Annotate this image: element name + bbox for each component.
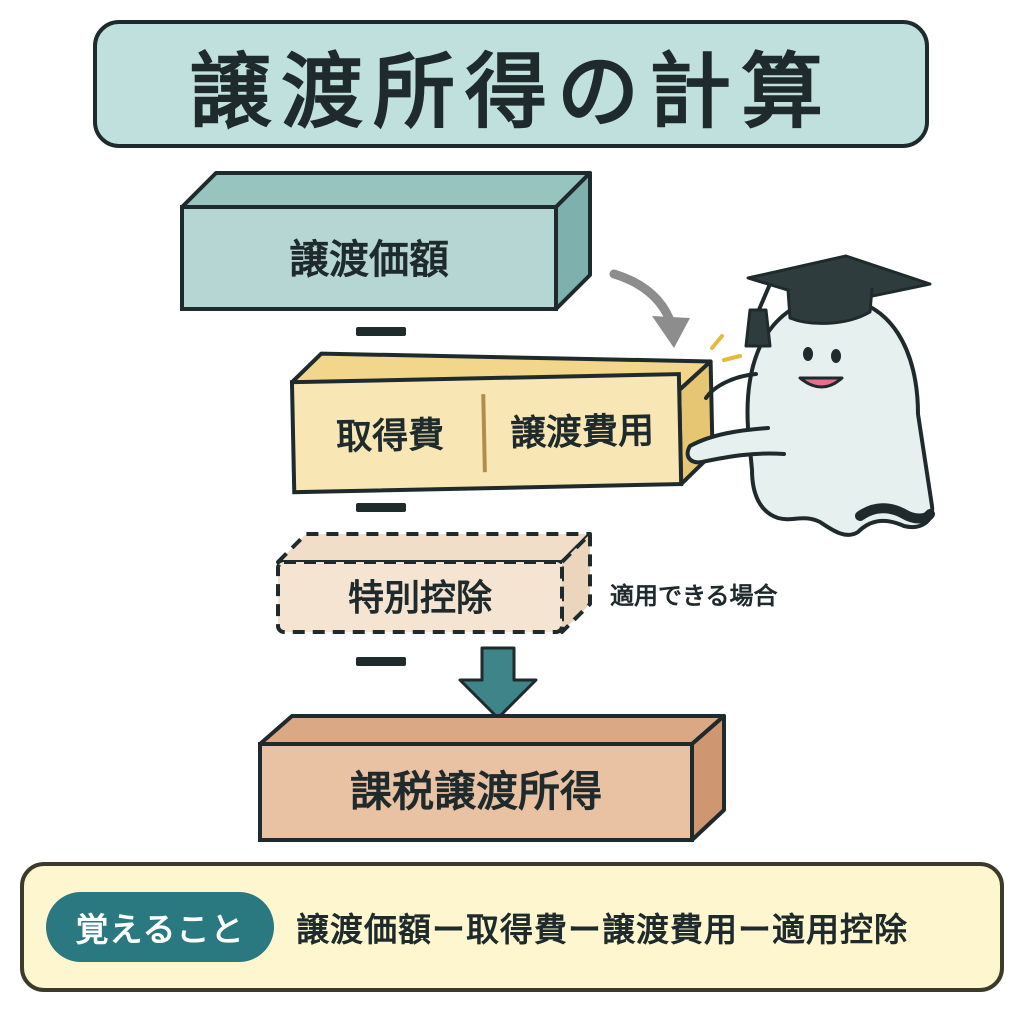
sparkle-line-2 xyxy=(722,354,742,362)
block-special-deduction-top xyxy=(276,532,592,564)
ghost-bottom-shadow xyxy=(855,503,935,524)
ghost-arm-lower xyxy=(685,426,786,465)
ghost-arm-upper xyxy=(704,372,758,400)
block-special-deduction-front xyxy=(276,560,564,634)
page-title: 譲渡所得の計算 xyxy=(188,44,833,140)
block-taxable-income-label: 課税譲渡所得 xyxy=(350,767,602,816)
minus-sign-2 xyxy=(356,503,406,512)
ghost-eye-right xyxy=(831,349,841,363)
curved-arrow-head xyxy=(652,316,690,348)
block-sale-price: 譲渡価額 xyxy=(180,171,592,311)
sparkle-line-1 xyxy=(710,334,724,350)
minus-sign-1 xyxy=(356,327,406,336)
block-special-deduction: 特別控除 xyxy=(276,532,592,634)
curved-arrow xyxy=(609,269,690,348)
block-special-deduction-side xyxy=(560,532,592,634)
block-sale-price-top xyxy=(180,171,592,209)
ghost-mouth xyxy=(798,376,844,389)
graduation-cap-base xyxy=(786,287,874,325)
down-arrow xyxy=(458,646,538,720)
block-acquisition-cost-label: 取得費 xyxy=(336,415,445,458)
minus-sign-3 xyxy=(356,657,406,666)
block-taxable-income-front xyxy=(258,742,694,842)
memo-formula: 譲渡価額ー取得費ー譲渡費用ー適用控除 xyxy=(296,910,908,949)
graduation-cap-tassel-cord xyxy=(756,283,772,313)
ghost-eye-left xyxy=(803,347,813,361)
block-taxable-income-top xyxy=(258,714,726,746)
ghost-body xyxy=(745,295,935,537)
block-special-deduction-label: 特別控除 xyxy=(348,578,493,619)
block-costs-front xyxy=(289,372,684,495)
title-banner: 譲渡所得の計算 xyxy=(93,20,929,148)
graduation-cap-tassel xyxy=(744,308,772,348)
deduction-condition-note: 適用できる場合 xyxy=(610,582,779,610)
memo-badge: 覚えること xyxy=(46,892,274,962)
block-sale-price-label: 譲渡価額 xyxy=(289,237,449,283)
block-costs-divider xyxy=(481,394,487,473)
memo-panel: 覚えること 譲渡価額ー取得費ー譲渡費用ー適用控除 xyxy=(20,862,1004,992)
block-taxable-income: 課税譲渡所得 xyxy=(258,714,726,842)
ghost-mascot xyxy=(685,254,935,537)
block-costs: 取得費 譲渡費用 xyxy=(289,351,715,495)
block-sale-price-front xyxy=(180,205,558,311)
block-transfer-expense-label: 譲渡費用 xyxy=(510,411,655,455)
